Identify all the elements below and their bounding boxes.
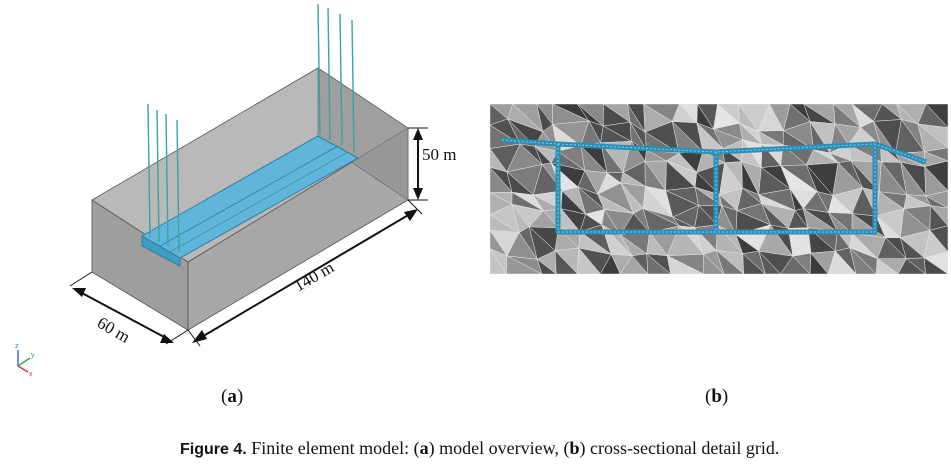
figure-caption: Figure 4. Finite element model: (a) mode… <box>180 438 780 458</box>
mesh-svg <box>490 104 948 274</box>
height-dimension-label: 50 m <box>422 145 456 164</box>
tunnel-cross-section-nodes <box>501 139 927 233</box>
mesh-triangle <box>577 247 601 274</box>
cross-section-mesh-figure <box>490 104 948 274</box>
mesh-triangle <box>703 253 725 274</box>
height-dimension <box>408 127 428 201</box>
axis-x-label: x <box>29 371 33 378</box>
mesh-triangle <box>646 253 672 274</box>
mesh-triangle <box>666 255 704 274</box>
mesh-triangle <box>897 258 926 274</box>
mesh-triangle <box>809 252 829 274</box>
model-overview-svg: 50 m 140 m 60 m z y x <box>15 3 456 378</box>
subfigure-label-b: (b) <box>705 386 729 407</box>
mesh-triangle <box>554 250 578 274</box>
mesh-triangle <box>742 253 766 274</box>
mesh-triangle <box>924 257 948 274</box>
mesh-triangle <box>619 255 649 274</box>
tunnel-edge-line <box>159 145 339 247</box>
axis-z-label: z <box>15 343 19 350</box>
tunnel-edge-line <box>169 151 349 253</box>
mesh-triangle <box>827 250 857 274</box>
axis-triad-icon: z y x <box>15 343 35 378</box>
model-overview-figure: 50 m 140 m 60 m z y x <box>0 0 470 380</box>
mesh-triangle <box>536 258 557 274</box>
axis-y-label: y <box>31 352 35 359</box>
length-dimension <box>187 199 423 347</box>
piles-left <box>147 103 180 253</box>
mesh-triangle <box>600 253 621 274</box>
mesh-triangle <box>780 255 811 274</box>
mesh-triangle <box>758 251 781 274</box>
subfigure-label-a: (a) <box>221 386 244 407</box>
mesh-triangle <box>506 255 543 274</box>
width-dimension <box>69 271 189 345</box>
tunnel-end-face <box>141 235 181 267</box>
piles-right <box>317 3 355 153</box>
mesh-triangle <box>715 249 745 274</box>
mesh-triangle <box>875 258 899 274</box>
mesh-triangle <box>849 246 877 274</box>
mesh-triangle <box>490 248 507 274</box>
